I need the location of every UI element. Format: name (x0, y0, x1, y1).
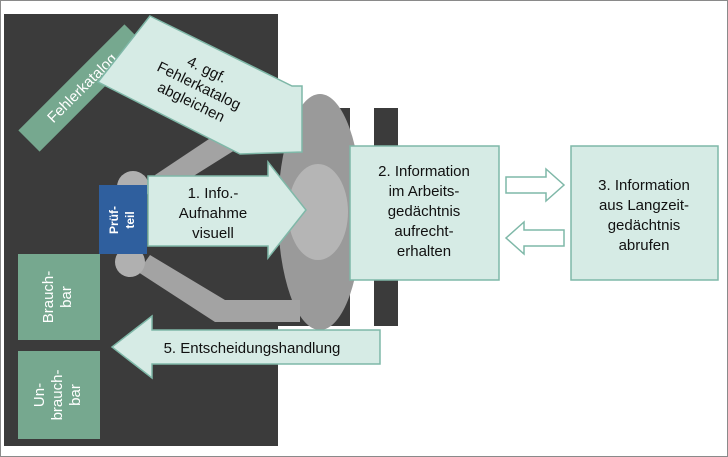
step3-box (570, 145, 719, 281)
pruefteil-box (99, 185, 147, 254)
arrow-to-longterm (505, 167, 566, 203)
brauchbar-line-1: Brauch- (40, 271, 57, 324)
arrow-to-working (504, 220, 565, 256)
brauchbar-line-2: bar (58, 286, 75, 308)
step1-arrow (147, 159, 307, 261)
pruefteil-line-1: Prüf- (107, 206, 121, 234)
step5-arrow (110, 314, 381, 380)
pruefteil-line-2: teil (123, 211, 137, 228)
step2-line-3: gedächtnis (388, 203, 461, 220)
worker-lower-arm (138, 255, 300, 322)
step2-line-2: im Arbeits- (389, 183, 460, 200)
brauchbar-text-group: Brauch- bar (40, 271, 75, 324)
step1-line-1: 1. Info.- (188, 185, 239, 202)
step2-line-1: 2. Information (378, 163, 470, 180)
unbrauchbar-box (18, 351, 100, 439)
step2-box (349, 145, 500, 281)
worker-hand-right (115, 247, 145, 277)
step2-line-5: erhalten (397, 243, 451, 260)
step3-line-2: aus Langzeit- (599, 197, 689, 214)
step3-line-3: gedächtnis (608, 217, 681, 234)
step3-line-4: abrufen (619, 237, 670, 254)
step3-line-1: 3. Information (598, 177, 690, 194)
unbrauchbar-text-group: Un- brauch- bar (31, 370, 84, 421)
step1-line-2: Aufnahme (179, 205, 247, 222)
pruefteil-text-group: Prüf- teil (107, 206, 137, 234)
unbrauchbar-line-3: bar (67, 384, 84, 406)
brauchbar-box (18, 254, 100, 340)
worker-head (288, 164, 348, 260)
step1-line-3: visuell (192, 225, 234, 242)
unbrauchbar-line-2: brauch- (49, 370, 66, 421)
unbrauchbar-line-1: Un- (31, 383, 48, 407)
step2-line-4: aufrecht- (394, 223, 453, 240)
step5-label: 5. Entscheidungshandlung (164, 340, 341, 357)
step4-arrow (96, 15, 303, 155)
